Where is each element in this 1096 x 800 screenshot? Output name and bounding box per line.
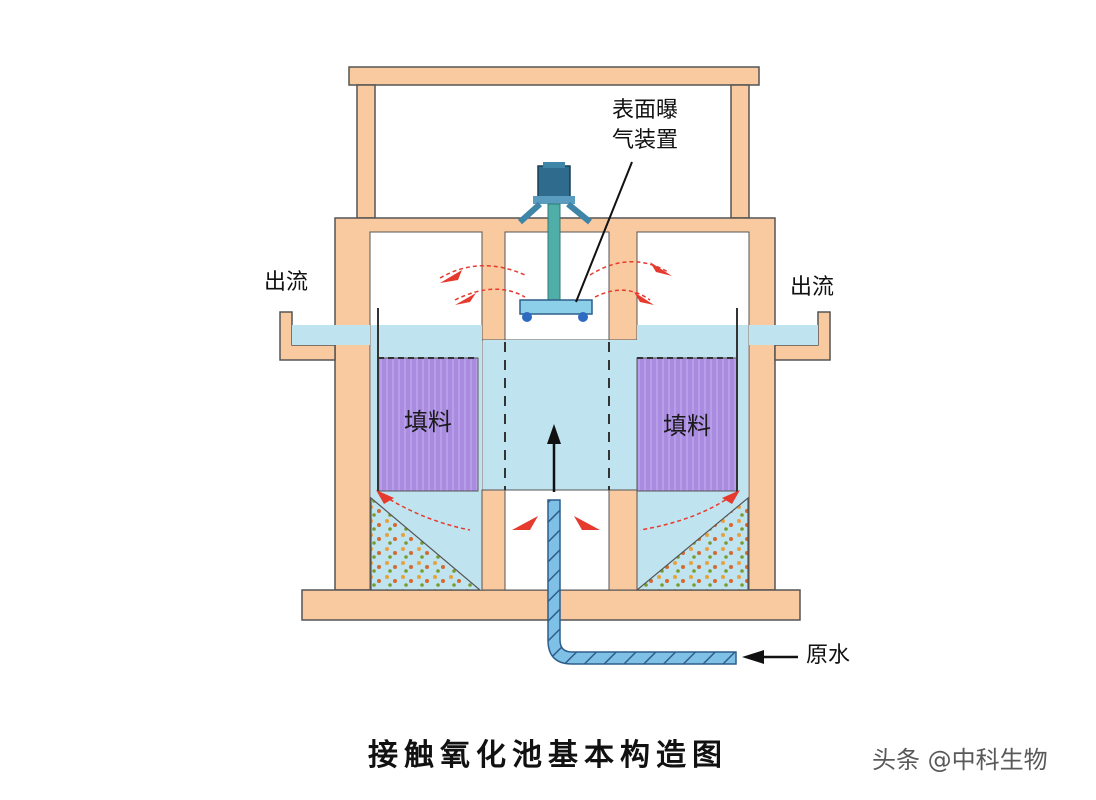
raw-water-label: 原水 bbox=[806, 643, 851, 668]
flow-arrowheads bbox=[376, 262, 740, 530]
draft-tube bbox=[504, 342, 610, 490]
aerator-shaft bbox=[547, 203, 561, 305]
outflow-water bbox=[292, 325, 818, 345]
up-flow-arrow-icon bbox=[547, 424, 561, 492]
inflow-arrow-icon bbox=[742, 650, 798, 664]
motor-icon bbox=[533, 162, 575, 204]
watermark: 头条 @中科生物 bbox=[872, 746, 1048, 774]
filler-right-label: 填料 bbox=[663, 412, 711, 440]
baffle-plates bbox=[377, 308, 738, 492]
diagram-caption: 接触氧化池基本构造图 bbox=[368, 738, 728, 773]
raw-water-pipe bbox=[547, 499, 737, 665]
lower-walls bbox=[481, 489, 638, 591]
surface-aerator bbox=[517, 162, 593, 322]
sediment-left bbox=[370, 496, 482, 591]
outflow-left-label: 出流 bbox=[264, 270, 309, 295]
filler-left-label: 填料 bbox=[404, 408, 452, 436]
aerator-label-line1: 表面曝 bbox=[612, 98, 679, 123]
sediment-right bbox=[635, 496, 749, 591]
outflow-right-label: 出流 bbox=[790, 275, 835, 300]
impeller-icon bbox=[519, 299, 593, 322]
aerator-leader-line bbox=[575, 161, 633, 303]
sediment-hoppers bbox=[370, 496, 749, 591]
top-frame bbox=[348, 66, 760, 219]
filler-right bbox=[636, 357, 738, 492]
aerator-label-line2: 气装置 bbox=[612, 128, 679, 153]
aerator-support bbox=[517, 201, 592, 225]
